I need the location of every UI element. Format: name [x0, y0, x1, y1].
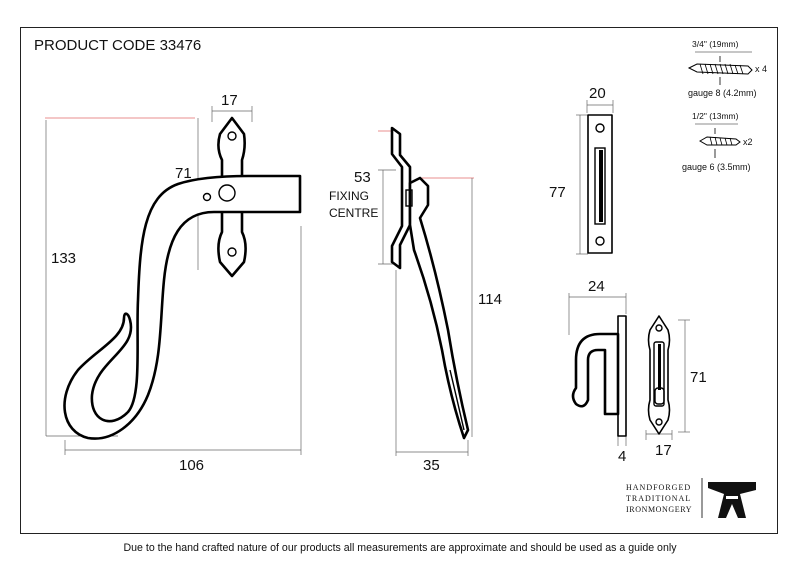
plate-height: 77	[549, 184, 566, 201]
fixing-centre-label-1: FIXING	[329, 189, 369, 203]
screw-legend: 3/4" (19mm) x 4 gauge 8 (4.2mm) 1/2" (13…	[682, 39, 767, 172]
small-screw-size: 1/2" (13mm)	[692, 111, 739, 121]
small-screw-qty: x2	[743, 137, 753, 147]
brand-logo: HANDFORGED TRADITIONAL IRONMONGERY	[626, 478, 756, 518]
catch-width: 24	[588, 278, 605, 295]
catch-plate-thickness: 4	[618, 448, 626, 465]
fixing-centre-label-2: CENTRE	[329, 206, 378, 220]
large-screw-icon	[687, 56, 753, 75]
handle-offset: 71	[175, 165, 192, 182]
catch-plate-width: 17	[655, 442, 672, 459]
disclaimer: Due to the hand crafted nature of our pr…	[123, 542, 677, 554]
large-screw-gauge: gauge 8 (4.2mm)	[688, 88, 757, 98]
plate-width: 20	[589, 85, 606, 102]
brand-line-2: TRADITIONAL	[626, 494, 691, 503]
large-screw-qty: x 4	[755, 64, 767, 74]
anvil-icon	[708, 482, 756, 518]
keep-plate-view: 20 77	[549, 85, 614, 255]
small-screw-icon	[698, 128, 741, 146]
brand-line-1: HANDFORGED	[626, 483, 691, 492]
brand-line-3: IRONMONGERY	[626, 505, 692, 514]
side-depth: 35	[423, 457, 440, 474]
handle-height: 133	[51, 250, 76, 267]
catch-side-view: 24 4	[568, 278, 627, 465]
handle-width: 106	[179, 457, 204, 474]
catch-front-view: 71 17	[645, 315, 707, 459]
side-height: 114	[478, 291, 502, 308]
small-screw-gauge: gauge 6 (3.5mm)	[682, 162, 751, 172]
handle-front-view: 17 71 133 106	[45, 92, 302, 474]
drawing-frame	[20, 27, 778, 534]
large-screw-size: 3/4" (19mm)	[692, 39, 739, 49]
product-code: PRODUCT CODE 33476	[34, 37, 201, 54]
catch-plate-height: 71	[690, 369, 707, 386]
fixing-centre-value: 53	[354, 169, 371, 186]
handle-plate-width: 17	[221, 92, 238, 109]
handle-side-view: 53 FIXING CENTRE 114 35	[329, 126, 502, 474]
